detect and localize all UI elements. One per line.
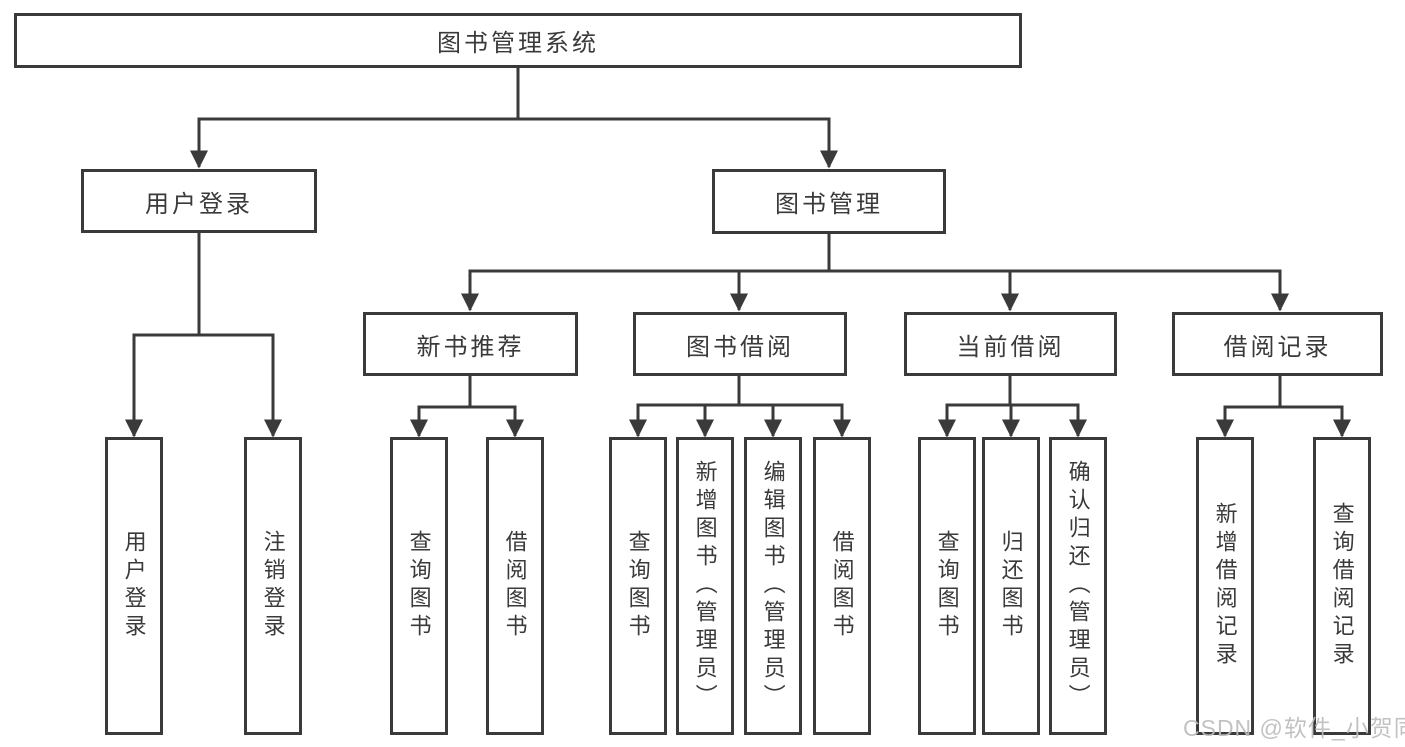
connector-current-borrowing-children [938, 374, 1087, 438]
leaf-borrow-books-recommend: 借阅图书 [486, 437, 544, 735]
leaf-label: 用户登录 [121, 530, 147, 642]
node-borrow-records: 借阅记录 [1172, 312, 1383, 376]
leaf-label: 归还图书 [998, 530, 1024, 642]
leaf-return-books: 归还图书 [982, 437, 1040, 735]
connector-book-management-children [461, 232, 1289, 312]
node-label: 当前借阅 [956, 333, 1065, 361]
connector-user-login-children [125, 231, 282, 438]
node-label: 借阅记录 [1223, 333, 1332, 361]
csdn-watermark: CSDN @软件_小贺同学 [1183, 715, 1405, 741]
connector-new-book-children [410, 374, 524, 438]
leaf-query-books-current: 查询图书 [918, 437, 976, 735]
leaf-label: 借阅图书 [829, 530, 855, 642]
leaf-label: 查询借阅记录 [1329, 502, 1355, 670]
node-label: 图书管理系统 [437, 30, 599, 57]
node-library-management-system: 图书管理系统 [14, 13, 1022, 68]
node-book-borrowing: 图书借阅 [633, 312, 847, 376]
node-current-borrowing: 当前借阅 [904, 312, 1117, 376]
node-label: 图书管理 [775, 191, 883, 218]
connector-root-children [190, 66, 838, 169]
node-book-management: 图书管理 [712, 169, 946, 234]
node-new-book-recommendation: 新书推荐 [363, 312, 578, 376]
leaf-label: 注销登录 [260, 530, 286, 642]
connector-book-borrowing-children [629, 374, 851, 438]
leaf-label: 编辑图书（管理员） [760, 460, 786, 712]
node-label: 新书推荐 [416, 333, 525, 361]
leaf-label: 查询图书 [625, 530, 651, 642]
leaf-label: 查询图书 [934, 530, 960, 642]
leaf-query-books-recommend: 查询图书 [390, 437, 448, 735]
leaf-label: 确认归还（管理员） [1065, 460, 1091, 712]
leaf-user-login: 用户登录 [105, 437, 163, 735]
node-label: 用户登录 [145, 190, 253, 218]
connector-borrow-records-children [1216, 374, 1351, 438]
leaf-add-book-admin: 新增图书（管理员） [676, 437, 734, 735]
leaf-label: 借阅图书 [502, 530, 528, 642]
leaf-add-borrow-record: 新增借阅记录 [1196, 437, 1254, 735]
node-user-login: 用户登录 [81, 169, 317, 233]
leaf-query-books-borrowing: 查询图书 [609, 437, 667, 735]
leaf-label: 新增借阅记录 [1212, 502, 1238, 670]
leaf-edit-book-admin: 编辑图书（管理员） [744, 437, 802, 735]
leaf-query-borrow-record: 查询借阅记录 [1313, 437, 1371, 735]
leaf-label: 查询图书 [406, 530, 432, 642]
leaf-label: 新增图书（管理员） [692, 460, 718, 712]
leaf-borrow-books-borrowing: 借阅图书 [813, 437, 871, 735]
node-label: 图书借阅 [686, 333, 794, 361]
leaf-logout: 注销登录 [244, 437, 302, 735]
leaf-confirm-return-admin: 确认归还（管理员） [1049, 437, 1107, 735]
